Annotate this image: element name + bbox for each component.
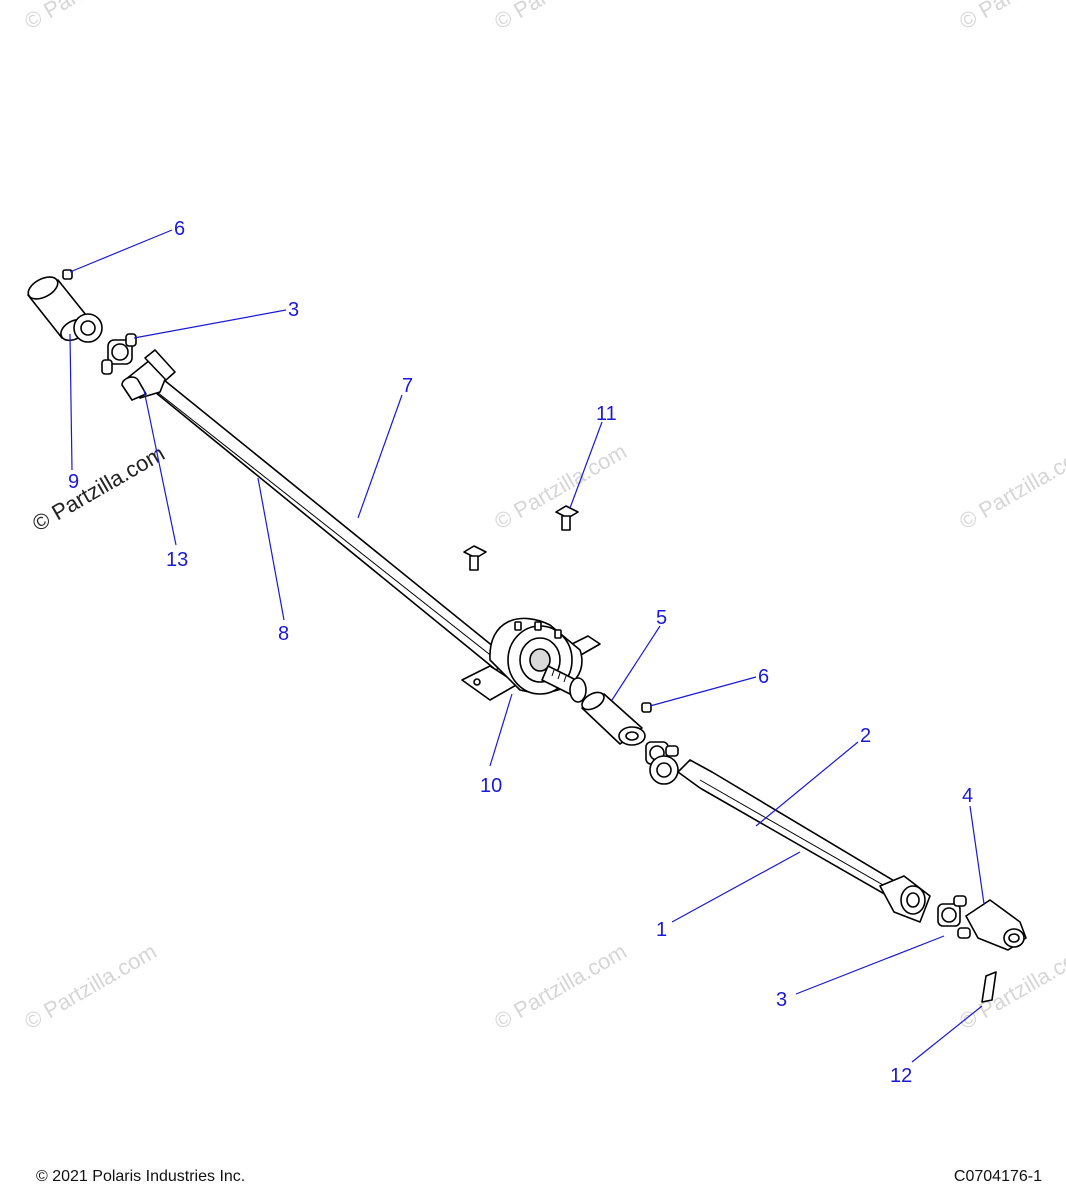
front-propshaft-tube: [649, 755, 897, 897]
watermark-feature: © Partzilla.com: [28, 441, 169, 537]
splined-shaft: [541, 665, 587, 703]
callout-1[interactable]: 1: [656, 919, 667, 941]
callout-8[interactable]: 8: [278, 623, 289, 645]
bolt: [463, 545, 487, 571]
watermark: © Partzilla.com: [490, 439, 631, 535]
callout-11[interactable]: 11: [596, 403, 617, 425]
u-joint-cross-bottom: [937, 895, 971, 939]
leader-line: [143, 389, 177, 546]
watermark: © Partzilla.com: [20, 939, 161, 1035]
bolt: [555, 505, 579, 531]
watermark: © Partzilla.com: [955, 939, 1066, 1035]
slip-coupler: [581, 691, 646, 746]
leader-line: [489, 693, 513, 767]
watermark: © Partzilla.com: [20, 0, 161, 34]
leader-line: [357, 394, 403, 519]
callout-7[interactable]: 7: [402, 375, 413, 397]
leader-line: [133, 309, 287, 339]
callout-4[interactable]: 4: [962, 785, 973, 807]
leader-line: [257, 477, 285, 621]
leader-line: [911, 1005, 983, 1063]
shaft-yoke-front: [879, 875, 931, 923]
leader-line: [649, 676, 757, 707]
shaft-yoke-rear: [121, 349, 176, 401]
callout-3[interactable]: 3: [776, 989, 787, 1011]
grease-fitting-middle: [641, 702, 652, 713]
callout-12[interactable]: 12: [890, 1065, 912, 1087]
rear-propshaft-tube: [149, 379, 511, 671]
diagram-code: C0704176-1: [953, 1168, 1042, 1185]
callout-13[interactable]: 13: [166, 549, 188, 571]
leader-line: [795, 935, 945, 995]
roll-pin: [981, 971, 997, 1003]
coupler-yoke-end: [27, 276, 103, 343]
end-yoke: [965, 899, 1027, 951]
leader-line: [671, 851, 801, 923]
callout-2[interactable]: 2: [860, 725, 871, 747]
leader-line: [755, 741, 859, 827]
leader-line: [69, 229, 173, 273]
callout-6[interactable]: 6: [758, 666, 769, 688]
watermark: © Partzilla.com: [955, 439, 1066, 535]
leader-line: [69, 333, 73, 471]
line-art: [27, 269, 1027, 1003]
watermark: © Partzilla.com: [490, 939, 631, 1035]
u-joint-cross-top: [101, 333, 137, 375]
grease-fitting-top: [62, 269, 73, 280]
callout-3[interactable]: 3: [288, 299, 299, 321]
callout-labels: 6 3 7 11 9 13 8 5 6 2 10 4 1 3 12: [68, 218, 973, 1087]
bolts: [463, 505, 579, 571]
leader-lines: [69, 229, 985, 1063]
leader-line: [569, 421, 603, 509]
watermark: © Partzilla.com: [490, 0, 631, 34]
callout-6[interactable]: 6: [174, 218, 185, 240]
callout-5[interactable]: 5: [656, 607, 667, 629]
watermark: © Partzilla.com: [955, 0, 1066, 34]
leader-line: [611, 625, 661, 701]
callout-9[interactable]: 9: [68, 471, 79, 493]
copyright-text: © 2021 Polaris Industries Inc.: [36, 1168, 246, 1185]
leader-line: [969, 805, 985, 905]
callout-10[interactable]: 10: [480, 775, 502, 797]
